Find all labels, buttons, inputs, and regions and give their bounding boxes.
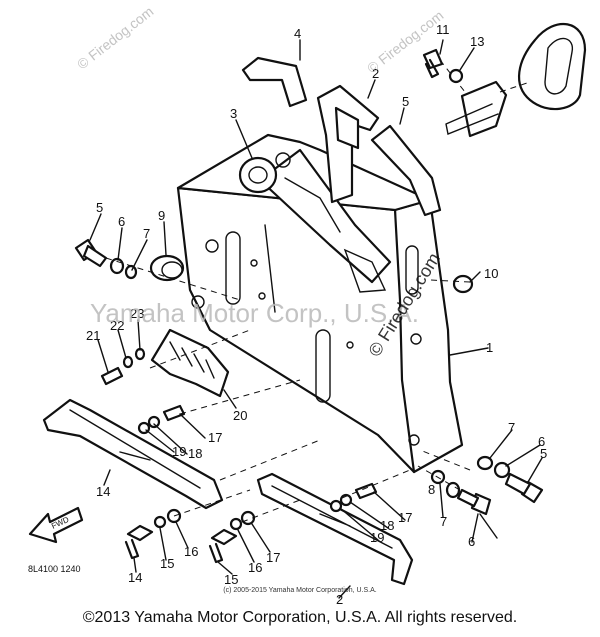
bolt-part-17-right bbox=[354, 482, 378, 500]
callout-16: 17 bbox=[266, 550, 280, 565]
callout-14: 15 bbox=[224, 572, 238, 587]
pad-part-4-right bbox=[370, 124, 442, 217]
drawing-code: 8L4100 1240 bbox=[28, 564, 81, 574]
callout-6: 7 bbox=[440, 514, 447, 529]
callout-18: 18 bbox=[188, 446, 202, 461]
callout-5: 5 bbox=[96, 200, 103, 215]
bolt-part-5-right-lower bbox=[456, 488, 492, 516]
assembly-guide-lines bbox=[105, 257, 471, 523]
bushing-part-8 bbox=[149, 254, 185, 282]
grommet-part-3 bbox=[238, 156, 278, 194]
callout-4: 4 bbox=[294, 26, 301, 41]
copyright-notice: ©2013 Yamaha Motor Corporation, U.S.A. A… bbox=[82, 609, 518, 626]
callout-17: 17 bbox=[398, 510, 412, 525]
washer-part-6-right-lower bbox=[445, 481, 461, 499]
watermark-site-1: © Firedog.com bbox=[74, 3, 156, 72]
callout-7: 7 bbox=[508, 420, 515, 435]
bolt-part-10 bbox=[422, 48, 444, 79]
bolt-part-5-left bbox=[74, 238, 108, 268]
callout-1: 1 bbox=[486, 340, 493, 355]
washer-part-15-right bbox=[229, 517, 243, 531]
nut-part-16-right bbox=[240, 510, 256, 526]
washer-part-19-right bbox=[329, 499, 343, 513]
bolt-part-14-left bbox=[124, 524, 154, 560]
callout-19: 19 bbox=[370, 530, 384, 545]
bracket-body-part-1 bbox=[176, 133, 464, 474]
callout-17: 17 bbox=[208, 430, 222, 445]
callout-5: 6 bbox=[468, 534, 475, 549]
tilt-lever-part-2 bbox=[316, 84, 380, 204]
callout-3: 3 bbox=[230, 106, 237, 121]
nut-part-11 bbox=[448, 68, 464, 84]
washer-part-22 bbox=[122, 355, 134, 369]
callout-22: 22 bbox=[110, 318, 124, 333]
washer-part-6-right-upper bbox=[493, 461, 511, 479]
clamp-bracket-part-13 bbox=[42, 398, 224, 510]
callout-20: 20 bbox=[233, 408, 247, 423]
callout-2: 2 bbox=[372, 66, 379, 81]
callout-14: 14 bbox=[128, 570, 142, 585]
tilt-knob-assembly bbox=[439, 22, 587, 138]
callout-18: 18 bbox=[380, 518, 394, 533]
screw-part-21 bbox=[100, 366, 124, 386]
callout-2: 2 bbox=[336, 592, 343, 607]
callout-5: 5 bbox=[540, 446, 547, 461]
callout-9: 10 bbox=[484, 266, 498, 281]
bushing-part-9 bbox=[452, 274, 474, 294]
washer-part-15-left bbox=[153, 515, 167, 529]
image-credit: (c) 2005-2015 Yamaha Motor Corporation, … bbox=[223, 587, 377, 594]
watermark-center: Yamaha Motor Corp., U.S.A. bbox=[90, 298, 419, 328]
callout-8: 9 bbox=[158, 208, 165, 223]
bolt-part-14-right bbox=[208, 528, 238, 564]
washer-part-7-left bbox=[124, 264, 138, 280]
callout-7: 7 bbox=[143, 226, 150, 241]
callout-16: 16 bbox=[184, 544, 198, 559]
callout-6: 6 bbox=[118, 214, 125, 229]
callout-21: 21 bbox=[86, 328, 100, 343]
bolt-part-5-right-upper bbox=[504, 472, 544, 504]
callout-4: 5 bbox=[402, 94, 409, 109]
callout-leader-lines bbox=[89, 39, 543, 599]
bolt-part-17-left bbox=[162, 404, 186, 422]
callout-10: 11 bbox=[436, 22, 450, 37]
callout-13: 14 bbox=[96, 484, 110, 499]
callout-15: 15 bbox=[160, 556, 174, 571]
callout-11: 13 bbox=[470, 34, 484, 49]
forward-direction-arrow: FWD bbox=[28, 506, 84, 544]
pad-part-4-left bbox=[241, 56, 308, 108]
callout-15: 16 bbox=[248, 560, 262, 575]
callout-23: 23 bbox=[130, 306, 144, 321]
washer-part-18-left bbox=[147, 415, 161, 429]
callout-19: 19 bbox=[172, 444, 186, 459]
terminal-bracket-part-20 bbox=[150, 328, 230, 398]
callout-6: 6 bbox=[538, 434, 545, 449]
callout-numbers: 4 2 5 3 5 6 7 9 10 11 13 1 21 22 23 20 1… bbox=[86, 22, 547, 607]
callout-7: 8 bbox=[428, 482, 435, 497]
washer-part-7-right-upper bbox=[476, 455, 494, 471]
